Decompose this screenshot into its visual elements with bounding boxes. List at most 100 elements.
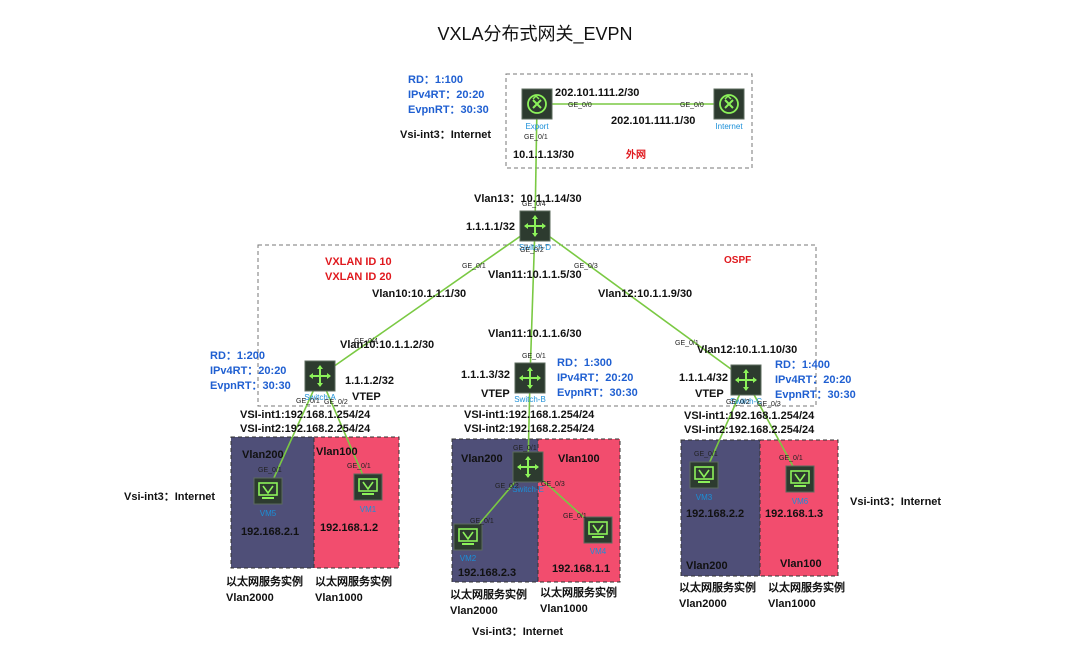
vm6-ip: 192.168.1.3: [765, 508, 823, 520]
vm6-label: VM6: [792, 497, 809, 506]
vm4-ip: 192.168.1.1: [552, 563, 610, 575]
export-router-label: Export: [525, 122, 549, 131]
leaf-b-vsi-int3: Vsi-int3：Internet: [472, 626, 563, 638]
vm2[interactable]: [453, 523, 483, 551]
leaf-b-vlan200-label: Vlan200: [461, 453, 503, 465]
ip-vlan10-spine: Vlan10:10.1.1.1/30: [372, 288, 466, 300]
leaf-c-vlan100-label: Vlan100: [780, 558, 822, 570]
vm4-port: GE_0/1: [563, 513, 587, 520]
leaf-a-evpnrt: EvpnRT：30:30: [210, 380, 291, 392]
leaf-b-vsi-int1: VSI-int1:192.168.1.254/24: [464, 409, 595, 421]
vm3[interactable]: [689, 461, 719, 489]
switch-b-port-ge01: GE_0/1: [522, 353, 546, 360]
leaf-a-vlan1000: Vlan1000: [315, 592, 363, 604]
spine-port-ge04: GE_0/4: [522, 201, 546, 208]
ospf-zone-label: OSPF: [724, 255, 751, 266]
export-rd: RD：1:100: [408, 74, 463, 86]
vm3-port: GE_0/1: [694, 451, 718, 458]
switch-b-vtep: VTEP: [481, 388, 510, 400]
vm5[interactable]: [253, 477, 283, 505]
vm3-label: VM3: [696, 493, 713, 502]
vm5-ip: 192.168.2.1: [241, 526, 299, 538]
spine-loopback: 1.1.1.1/32: [466, 221, 515, 233]
spine-switch[interactable]: [519, 210, 551, 242]
link-switch-c-vm3: [703, 379, 747, 476]
internet-router[interactable]: [713, 88, 745, 120]
leaf-a-ipv4rt: IPv4RT：20:20: [210, 365, 286, 377]
leaf-c-evpnrt: EvpnRT：30:30: [775, 389, 856, 401]
switch-b[interactable]: [514, 362, 546, 394]
vm4[interactable]: [583, 516, 613, 544]
switch-b-label: Switch-B: [514, 395, 546, 404]
leaf-c-vlan1000: Vlan1000: [768, 598, 816, 610]
switch-a-vtep: VTEP: [352, 391, 381, 403]
link-switch-a-vm5: [267, 375, 321, 492]
switch-c-vtep: VTEP: [695, 388, 724, 400]
switch-c-port-ge02: GE_0/2: [726, 399, 750, 406]
leaf-c-svc-instance-200: 以太网服务实例: [679, 580, 756, 594]
switch-c-loopback: 1.1.1.4/32: [679, 372, 728, 384]
vm1-ip: 192.168.1.2: [320, 522, 378, 534]
leaf-b-svc-instance-100: 以太网服务实例: [540, 585, 617, 599]
external-zone: [505, 73, 753, 169]
leaf-a-vlan200-label: Vlan200: [242, 449, 284, 461]
ip-export-down: 10.1.1.13/30: [513, 149, 574, 161]
switch-b-loopback: 1.1.1.3/32: [461, 369, 510, 381]
leaf-a-vlan100-label: Vlan100: [316, 446, 358, 458]
leaf-b-vsi-int2: VSI-int2:192.168.2.254/24: [464, 423, 595, 435]
export-router[interactable]: [521, 88, 553, 120]
ip-export-internet: 202.101.111.2/30: [555, 87, 639, 99]
switch-a-label: Switch-A: [304, 393, 336, 402]
spine-switch-label: Switch-D: [519, 243, 551, 252]
link-switch-c-vm6: [745, 379, 801, 480]
vm2-label: VM2: [460, 554, 477, 563]
ip-vlan12-switch-c: Vlan12:10.1.1.10/30: [697, 344, 797, 356]
leaf-a-svc-instance-100: 以太网服务实例: [315, 574, 392, 588]
link-switch-a-vm1: [319, 375, 369, 488]
switch-a-port-ge02: GE_0/2: [324, 399, 348, 406]
link-spine-switch-a: [319, 225, 536, 377]
internet-router-label: Internet: [715, 122, 743, 131]
switch-c[interactable]: [730, 364, 762, 396]
switch-a[interactable]: [304, 360, 336, 392]
internet-port-ge00: GE_0/0: [680, 102, 704, 109]
switch-e[interactable]: [512, 451, 544, 483]
switch-a-port-ge01: GE_0/1: [296, 398, 320, 405]
leaf-c-vsi-int2: VSI-int2:192.168.2.254/24: [684, 424, 815, 436]
leaf-a-rd: RD：1:200: [210, 350, 265, 362]
export-port-ge01: GE_0/1: [524, 134, 548, 141]
link-spine-switch-c: [534, 225, 747, 381]
vm4-label: VM4: [590, 547, 607, 556]
link-export-spine: [534, 103, 538, 227]
switch-c-label: Switch-C: [730, 397, 762, 406]
spine-port-ge03: GE_0/3: [574, 263, 598, 270]
vm6-port: GE_0/1: [779, 455, 803, 462]
external-zone-label: 外网: [625, 148, 646, 161]
switch-e-port-ge01: GE_0/1: [513, 445, 537, 452]
export-ipv4rt: IPv4RT：20:20: [408, 89, 484, 101]
switch-e-port-ge03: GE_0/3: [541, 481, 565, 488]
vm1[interactable]: [353, 473, 383, 501]
spine-port-ge02: GE_0/2: [520, 247, 544, 254]
leaf-a-svc-instance-200: 以太网服务实例: [226, 574, 303, 588]
leaf-c-vlan200-label: Vlan200: [686, 560, 728, 572]
leaf-a-vlan2000: Vlan2000: [226, 592, 274, 604]
leaf-c-rd: RD：1:400: [775, 359, 830, 371]
vxlan-id-10: VXLAN ID 10: [325, 256, 392, 268]
vm2-ip: 192.168.2.3: [458, 567, 516, 579]
ip-vlan10-switch-a: Vlan10:10.1.1.2/30: [340, 339, 434, 351]
ospf-zone: [257, 244, 817, 407]
ip-vlan11-switch-b: Vlan11:10.1.1.6/30: [488, 328, 582, 340]
leaf-b-vlan1000: Vlan1000: [540, 603, 588, 615]
ip-spine-vlan13: Vlan13：10.1.1.14/30: [474, 193, 582, 205]
leaf-b-svc-instance-200: 以太网服务实例: [450, 587, 527, 601]
leaf-c-vsi-int3: Vsi-int3：Internet: [850, 496, 941, 508]
leaf-b-ipv4rt: IPv4RT：20:20: [557, 372, 633, 384]
export-port-ge00: GE_0/0: [568, 102, 592, 109]
leaf-c-ipv4rt: IPv4RT：20:20: [775, 374, 851, 386]
vm5-port: GE_0/1: [258, 467, 282, 474]
vm6[interactable]: [785, 465, 815, 493]
link-spine-switch-b: [529, 225, 536, 379]
ip-vlan11-spine: Vlan11:10.1.1.5/30: [488, 269, 582, 281]
switch-c-port-ge01: GE_0/1: [675, 340, 699, 347]
